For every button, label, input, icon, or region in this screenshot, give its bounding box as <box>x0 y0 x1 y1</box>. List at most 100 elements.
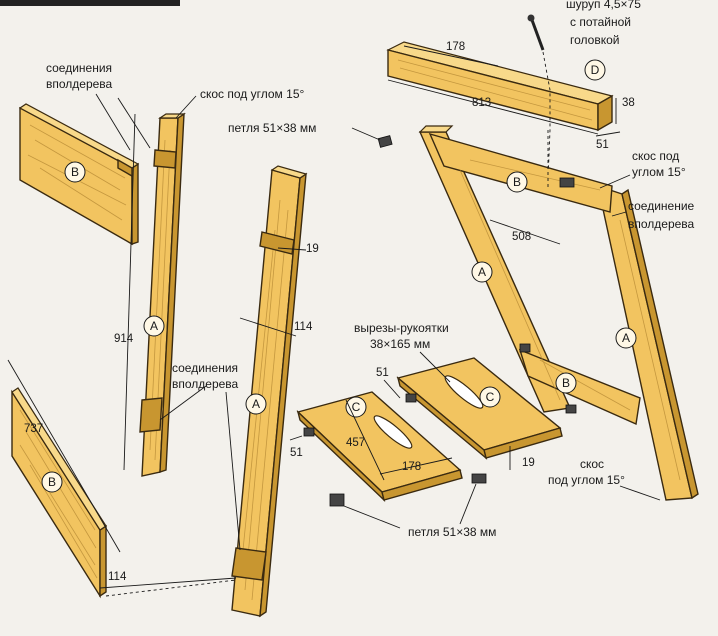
label-handle-cutouts-1: вырезы-рукоятки <box>354 321 449 335</box>
part-marker-c-right <box>479 386 501 408</box>
part-marker-b-frame-top-text: B <box>513 175 521 189</box>
hinge-icon-bottom-b <box>329 493 345 507</box>
part-marker-d <box>584 59 606 81</box>
label-bevel-bottom-1: скос <box>580 457 604 471</box>
dim-line-51-left <box>289 435 303 441</box>
dim-19-a: 19 <box>306 243 319 255</box>
dim-914: 914 <box>114 333 134 345</box>
dim-line-178-bottom <box>379 457 453 475</box>
hinge-icon-frame-low <box>565 404 577 414</box>
leader-bevel-right <box>599 174 631 189</box>
hinge-icon-frame-mid <box>519 343 531 353</box>
dim-178-bottom: 178 <box>402 461 421 473</box>
leg-a-left <box>139 112 186 477</box>
dim-114-a: 114 <box>294 321 313 333</box>
dash-114-b <box>105 579 237 597</box>
dim-457: 457 <box>346 437 365 449</box>
part-marker-b-frame-bottom-text: B <box>562 376 570 390</box>
part-marker-c-left <box>345 396 367 418</box>
label-dado-top-left-1: соединения <box>46 61 112 75</box>
dim-line-457 <box>345 399 385 481</box>
leader-dado-top-left <box>95 93 131 151</box>
dim-38: 38 <box>622 97 635 109</box>
part-marker-b-lower-text: B <box>48 475 56 489</box>
leader-bevel-bottom <box>619 485 661 501</box>
label-dado-right-1: соединение <box>628 199 695 213</box>
label-bevel-right-1: скос под <box>632 149 679 163</box>
label-screw-3: головкой <box>570 33 619 47</box>
label-dado-mid-2: вполдерева <box>172 377 239 391</box>
dim-178-top: 178 <box>446 41 465 53</box>
part-marker-a-left <box>143 315 165 337</box>
label-bevel-right-2: углом 15° <box>632 165 686 179</box>
part-marker-b-upper <box>64 161 86 183</box>
part-marker-c-right-text: C <box>486 390 495 404</box>
label-screw-1: шуруп 4,5×75 <box>566 0 641 11</box>
part-marker-a-center-text: A <box>252 397 260 411</box>
dim-51-mid: 51 <box>376 367 389 379</box>
label-hinge-bottom: петля 51×38 мм <box>408 525 496 539</box>
label-dado-top-left-2: вполдерева <box>46 77 113 91</box>
a-frame-right <box>418 125 699 501</box>
label-handle-cutouts-2: 38×165 мм <box>370 337 430 351</box>
hinge-icon-bottom-a <box>471 473 487 484</box>
dim-line-114-b <box>99 577 237 589</box>
dim-line-813 <box>387 79 599 135</box>
leader-dado-top-left-2 <box>117 97 151 149</box>
part-marker-d-text: D <box>591 63 600 77</box>
leader-hinge-bottom-2 <box>343 505 401 529</box>
part-marker-b-frame-top <box>506 171 528 193</box>
hinge-icon-frame <box>559 177 575 188</box>
step-c-left <box>296 391 463 503</box>
part-marker-b-frame-bottom <box>555 372 577 394</box>
leader-bevel-top <box>175 95 197 119</box>
dim-19-b: 19 <box>522 457 535 469</box>
label-bevel-bottom-2: под углом 15° <box>548 473 625 487</box>
header-strip <box>0 0 180 6</box>
dim-51-left: 51 <box>290 447 303 459</box>
leg-a-center <box>231 165 308 618</box>
leader-dado-mid-2 <box>225 391 241 551</box>
label-dado-mid-1: соединения <box>172 361 238 375</box>
label-screw-2: с потайной <box>570 15 631 29</box>
leader-dado-right <box>611 211 627 217</box>
dim-line-114-a <box>239 317 297 337</box>
dim-line-178-top <box>403 45 499 67</box>
dim-line-737 <box>7 359 121 553</box>
dim-508: 508 <box>512 231 531 243</box>
leader-dado-mid <box>159 385 207 421</box>
dim-813: 813 <box>472 97 491 109</box>
leader-hinge-top <box>351 127 381 141</box>
rail-d <box>386 41 614 132</box>
dim-line-51-mid <box>383 379 401 399</box>
dim-line-51-top <box>595 131 621 137</box>
board-b-lower <box>11 387 107 599</box>
label-hinge-top: петля 51×38 мм <box>228 121 316 135</box>
part-marker-c-left-text: C <box>352 400 361 414</box>
leader-handle-cutouts <box>419 351 451 383</box>
dim-51-top: 51 <box>596 139 609 151</box>
label-bevel-top: скос под углом 15° <box>200 87 304 101</box>
hinge-icon-step-right <box>405 393 417 403</box>
dim-line-914 <box>123 113 136 471</box>
part-marker-a-frame-right <box>615 327 637 349</box>
part-marker-a-frame-left-text: A <box>478 265 486 279</box>
part-marker-b-lower <box>41 471 63 493</box>
dim-737: 737 <box>24 423 43 435</box>
label-dado-right-2: вполдерева <box>628 217 695 231</box>
dim-114-b: 114 <box>108 571 127 583</box>
part-marker-a-left-text: A <box>150 319 158 333</box>
dim-line-19-a <box>277 247 307 251</box>
part-marker-a-frame-left <box>471 261 493 283</box>
screw-path <box>542 51 551 181</box>
part-marker-a-center <box>245 393 267 415</box>
step-c-right <box>396 357 563 460</box>
hinge-icon-top <box>377 135 393 148</box>
leader-hinge-bottom <box>459 483 477 525</box>
screw-icon <box>527 14 545 51</box>
part-marker-b-upper-text: B <box>71 165 79 179</box>
hinge-icon-step-left <box>303 427 315 437</box>
part-marker-a-frame-right-text: A <box>622 331 630 345</box>
